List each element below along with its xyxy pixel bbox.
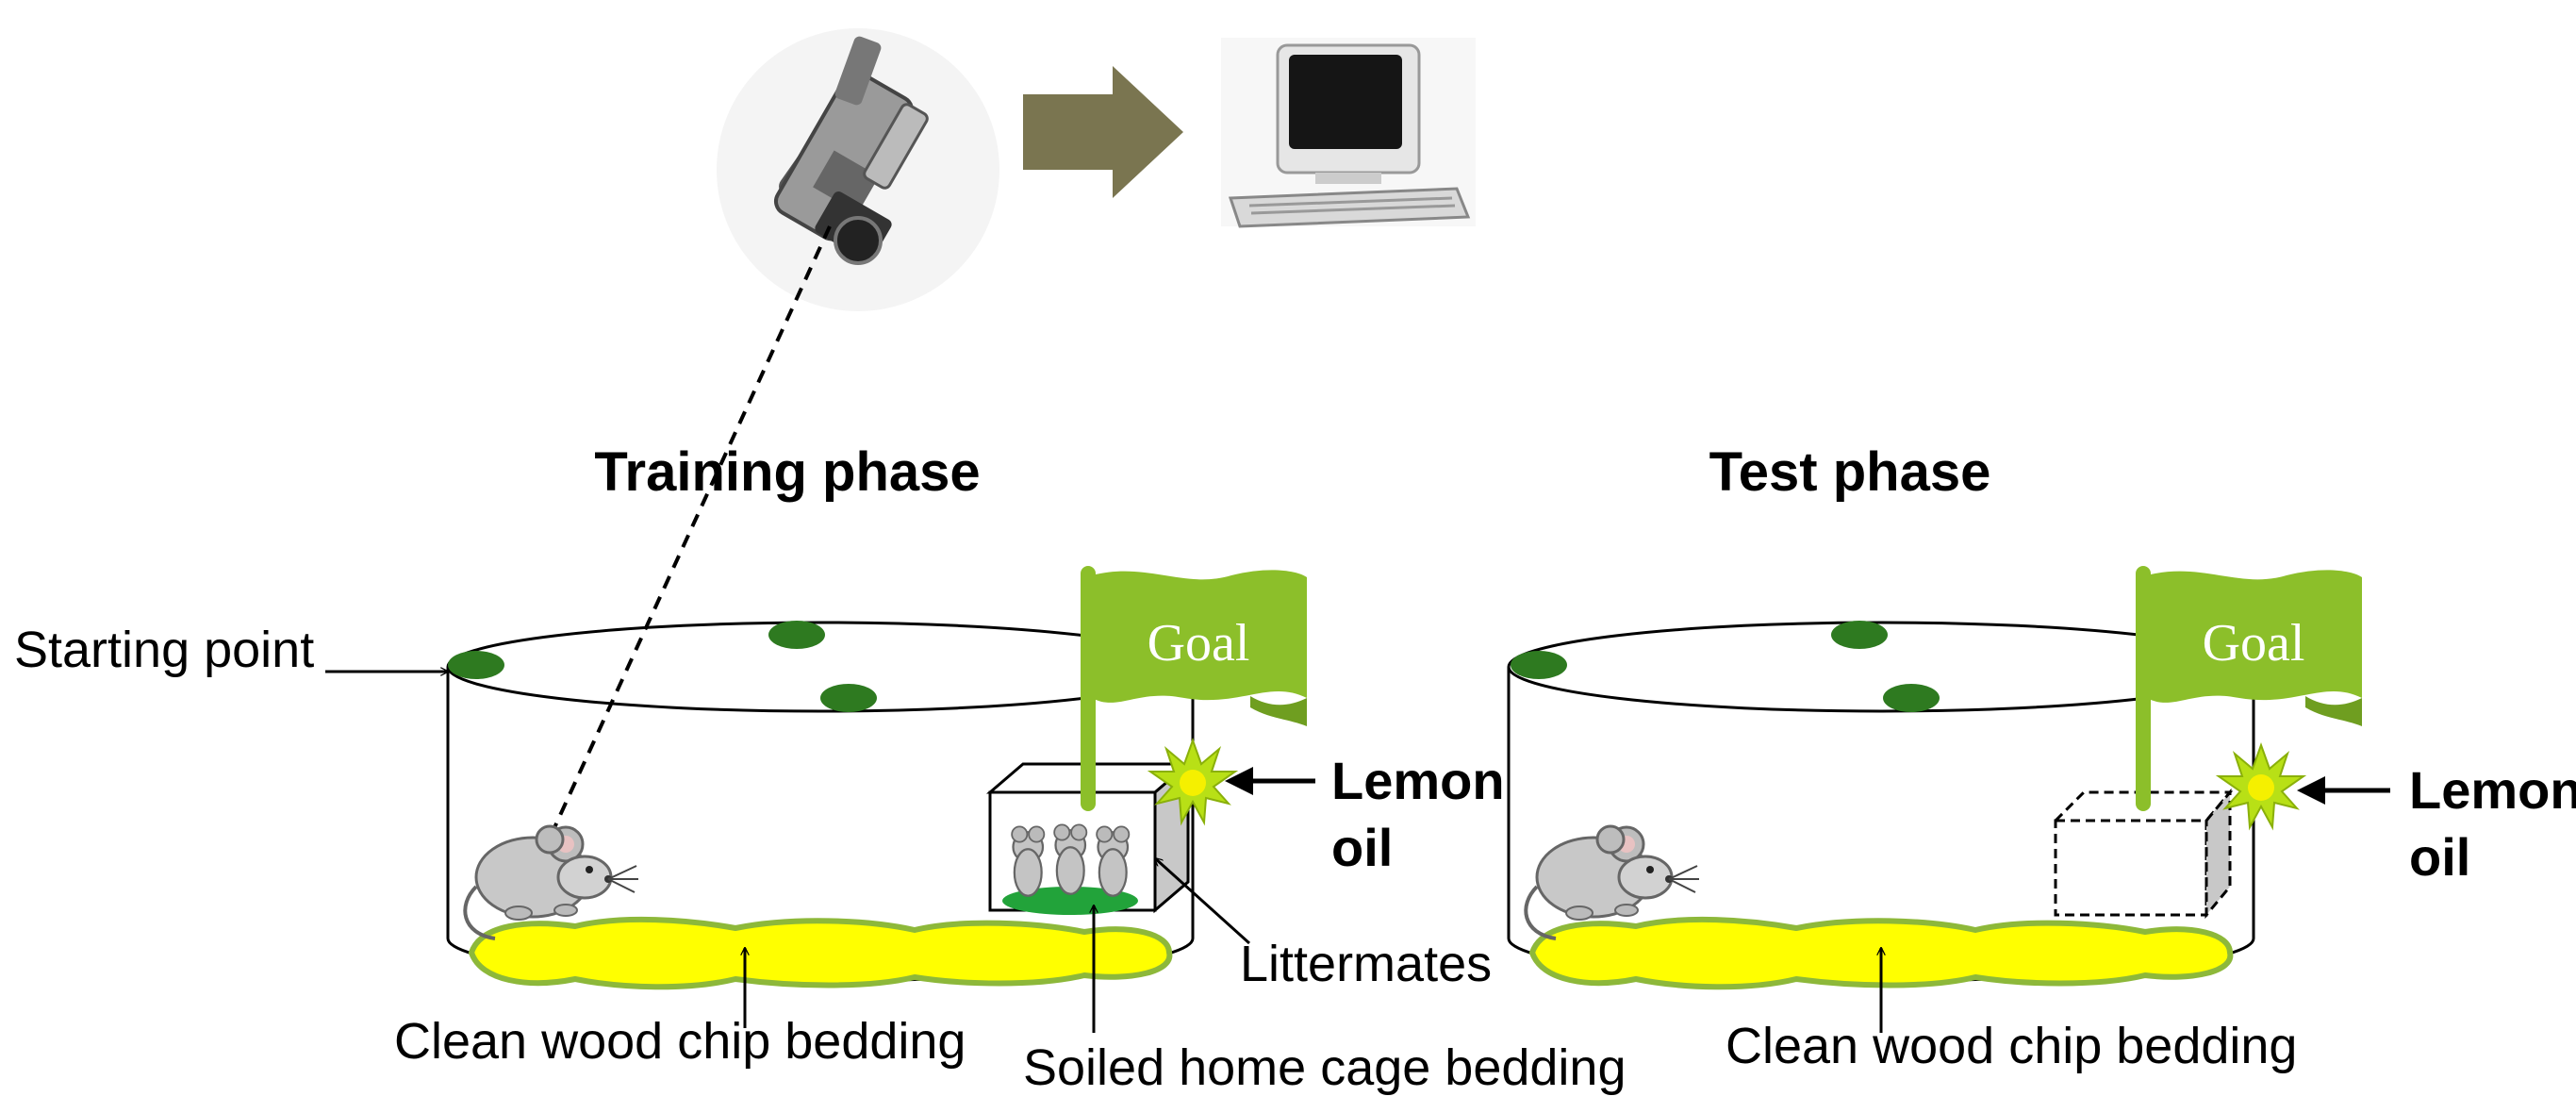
arena-marker <box>820 684 877 712</box>
arena-marker <box>1883 684 1940 712</box>
clean-bedding-label: Clean wood chip bedding <box>394 1013 966 1070</box>
goal-flag-icon: Goal <box>1081 566 1307 811</box>
goal-label: Goal <box>1148 614 1250 673</box>
camera-tracking-line <box>545 225 832 845</box>
lemon-oil-label-line2: oil <box>1331 818 1393 877</box>
clean-bedding-label: Clean wood chip bedding <box>1726 1018 2297 1074</box>
lemon-oil-label-line2: oil <box>2409 827 2470 887</box>
computer-icon <box>1221 38 1476 228</box>
arena-marker <box>768 621 825 649</box>
arena-marker <box>1831 621 1888 649</box>
empty-box <box>2054 788 2234 920</box>
test-phase-title: Test phase <box>1709 441 1991 503</box>
soiled-bedding-label: Soiled home cage bedding <box>1023 1039 1626 1096</box>
goal-flag-icon: Goal <box>2136 566 2362 811</box>
clean-bedding <box>471 920 1169 987</box>
right-arrow-icon <box>1023 66 1183 198</box>
soiled-bedding <box>1002 887 1138 915</box>
littermates-box <box>985 760 1193 915</box>
lemon-oil-label-line1: Lemon <box>1331 751 1505 810</box>
training-phase-title: Training phase <box>594 441 980 503</box>
arena-marker <box>1511 651 1567 679</box>
goal-label: Goal <box>2203 614 2305 673</box>
video-camera-icon <box>717 28 999 311</box>
lemon-oil-burst-icon <box>2218 744 2304 828</box>
starting-point-label: Starting point <box>14 622 314 678</box>
lemon-oil-label-line1: Lemon <box>2409 760 2576 820</box>
littermates-label: Littermates <box>1240 936 1492 992</box>
arena-marker <box>448 651 504 679</box>
